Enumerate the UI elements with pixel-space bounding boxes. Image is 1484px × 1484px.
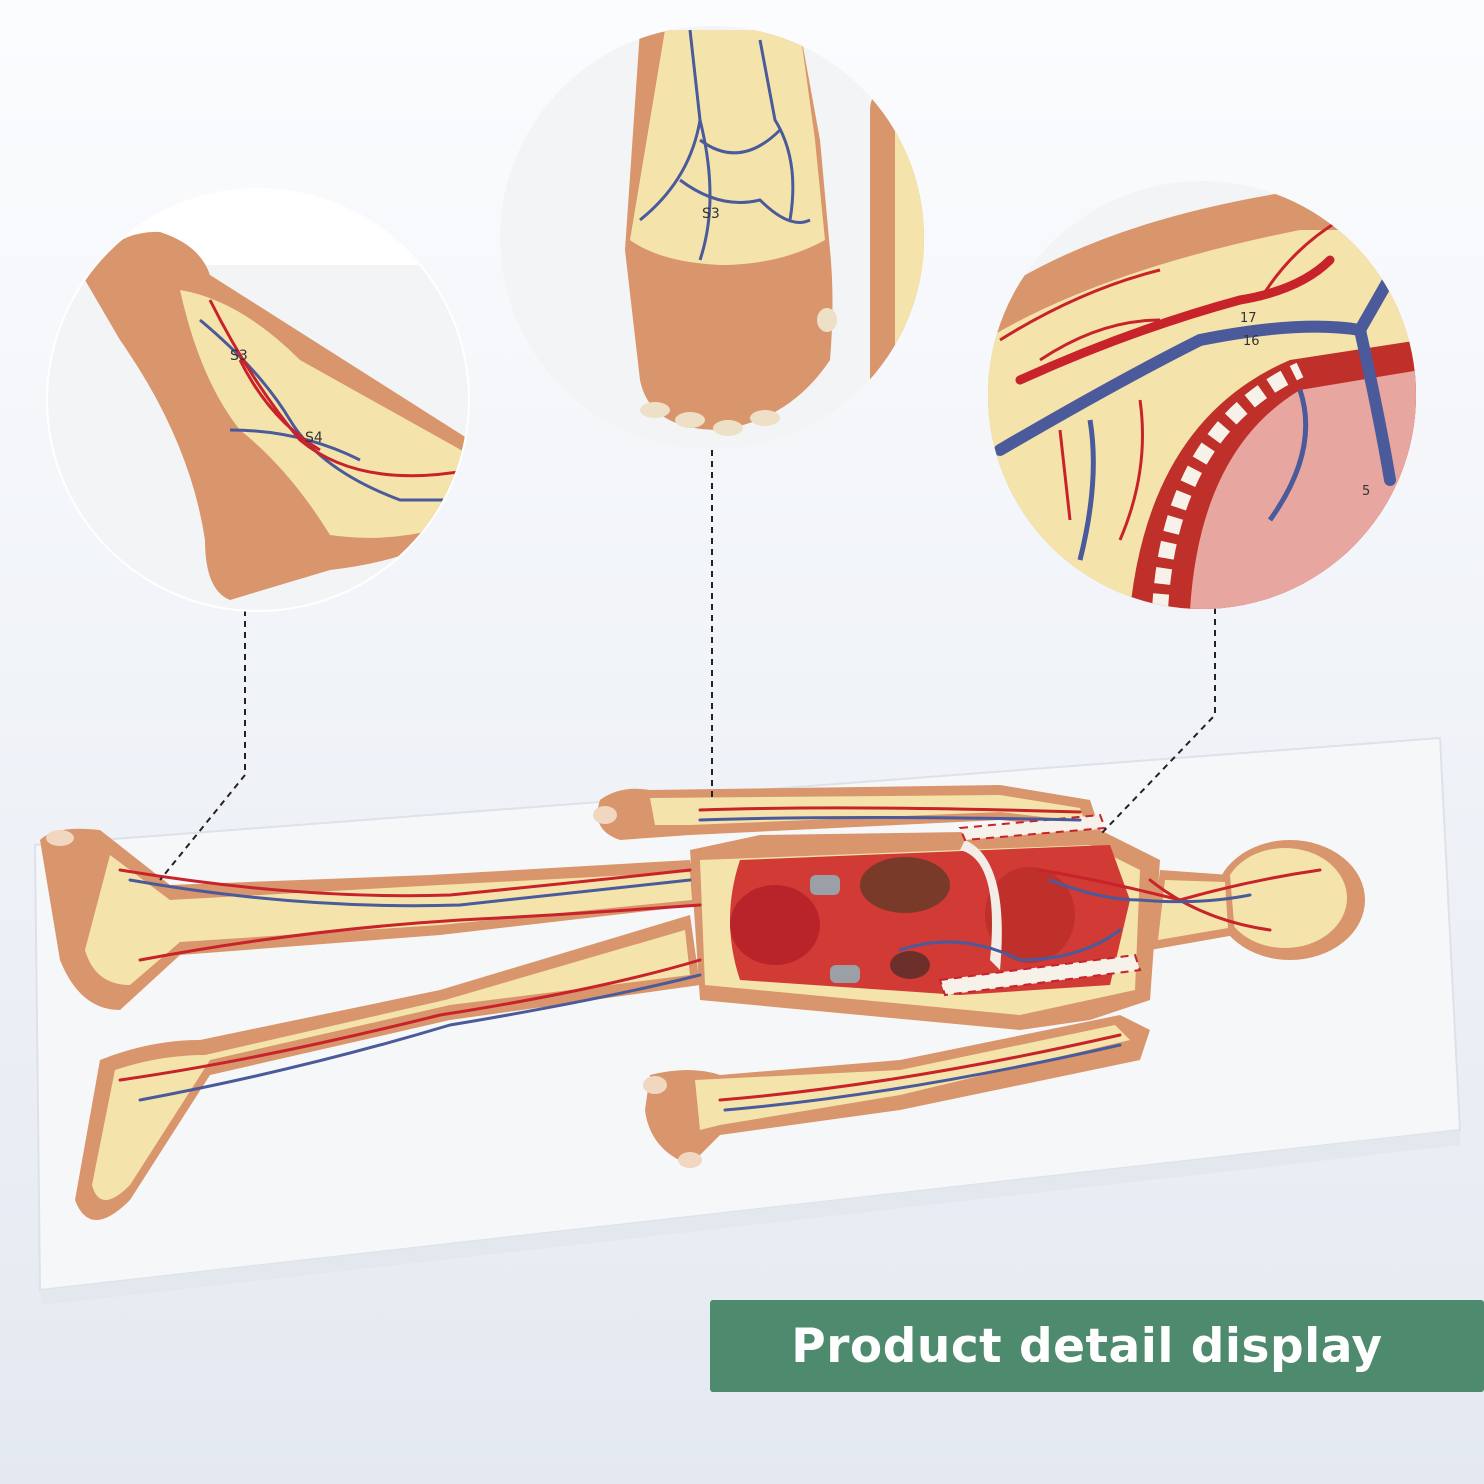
foot-detail-circle: S3 S4 bbox=[46, 188, 470, 612]
chest-detail-circle: 17 16 5 bbox=[988, 181, 1416, 609]
chest-label-16: 16 bbox=[1243, 334, 1260, 349]
foot-label-s4: S4 bbox=[305, 430, 323, 446]
foot-label-s3: S3 bbox=[230, 348, 248, 364]
leader-lines bbox=[159, 450, 1216, 881]
chest-label-5: 5 bbox=[1362, 484, 1370, 499]
chest-label-17: 17 bbox=[1240, 311, 1257, 326]
product-detail-banner: Product detail display bbox=[710, 1300, 1484, 1392]
body-model bbox=[40, 785, 1365, 1220]
banner-title: Product detail display bbox=[791, 1318, 1383, 1374]
hand-detail-circle: S3 bbox=[500, 26, 924, 450]
hand-label-s3: S3 bbox=[702, 206, 720, 222]
